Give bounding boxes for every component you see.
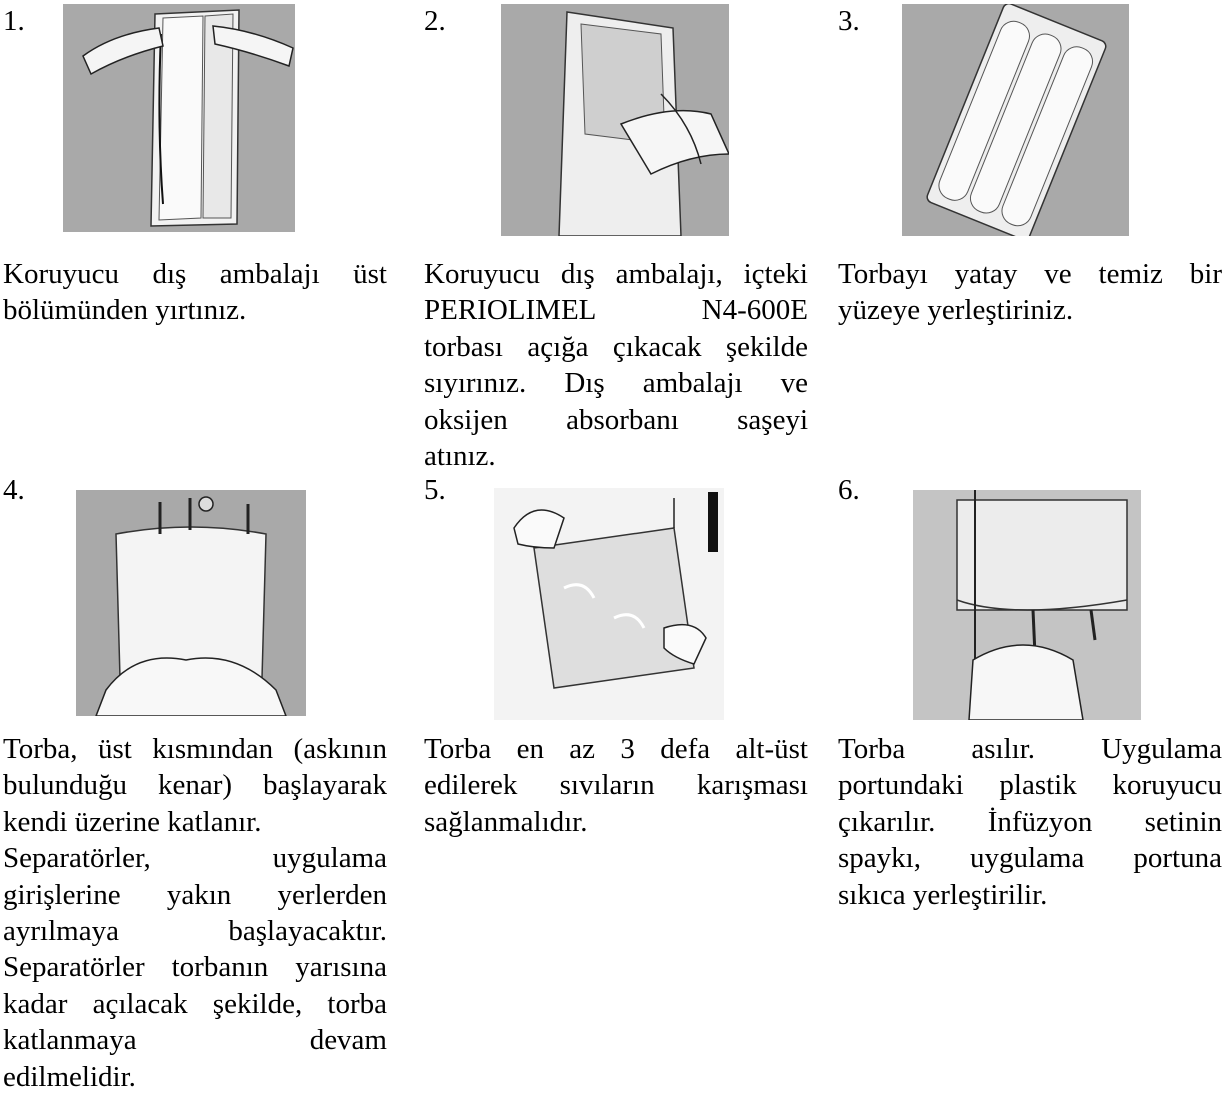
text-line: edilerek sıvıların karışması — [424, 767, 808, 803]
text-line: kendi üzerine katlanır. — [3, 804, 387, 840]
step-1-number: 1. — [3, 7, 25, 36]
step-2-instruction: Koruyucu dış ambalajı, içteki PERIOLIMEL… — [424, 256, 808, 474]
text-line: çıkarılır. İnfüzyon setinin — [838, 804, 1222, 840]
text-line: kadar açılacak şekilde, torba — [3, 986, 387, 1022]
text-line: katlanmaya devam — [3, 1022, 387, 1058]
text-line: Torba, üst kısmından (askının — [3, 731, 387, 767]
step-2-number: 2. — [424, 7, 446, 36]
step-4-instruction: Torba, üst kısmından (askının bulunduğu … — [3, 731, 387, 1095]
text-line: Separatörler torbanın yarısına — [3, 949, 387, 985]
text-line: sağlanmalıdır. — [424, 804, 808, 840]
step-5-number: 5. — [424, 476, 446, 505]
text-line: spaykı, uygulama portuna — [838, 840, 1222, 876]
step-4-illustration — [76, 490, 306, 716]
text-line: bulunduğu kenar) başlayarak — [3, 767, 387, 803]
step-5-illustration — [494, 488, 724, 720]
step-3-illustration — [902, 4, 1129, 236]
text-line: Torba en az 3 defa alt-üst — [424, 731, 808, 767]
text-line: Koruyucu dış ambalajı, içteki — [424, 256, 808, 292]
step-1-illustration — [63, 4, 295, 232]
step-2-illustration — [501, 4, 729, 236]
step-4-number: 4. — [3, 476, 25, 505]
text-line: portundaki plastik koruyucu — [838, 767, 1222, 803]
step-6-number: 6. — [838, 476, 860, 505]
text-line: torbası açığa çıkacak şekilde — [424, 329, 808, 365]
text-line: Torbayı yatay ve temiz bir — [838, 256, 1222, 292]
step-5-instruction: Torba en az 3 defa alt-üst edilerek sıvı… — [424, 731, 808, 840]
step-1-instruction: Koruyucu dış ambalajı üst bölümünden yır… — [3, 256, 387, 329]
text-line: PERIOLIMEL N4-600E — [424, 292, 808, 328]
text-line: girişlerine yakın yerlerden — [3, 877, 387, 913]
text-line: yüzeye yerleştiriniz. — [838, 292, 1222, 328]
step-3-number: 3. — [838, 7, 860, 36]
step-6-instruction: Torba asılır. Uygulama portundaki plasti… — [838, 731, 1222, 913]
text-line: Torba asılır. Uygulama — [838, 731, 1222, 767]
step-6-illustration — [913, 490, 1141, 720]
text-line: sıyırınız. Dış ambalajı ve — [424, 365, 808, 401]
text-line: bölümünden yırtınız. — [3, 292, 387, 328]
text-line: sıkıca yerleştirilir. — [838, 877, 1222, 913]
text-line: atınız. — [424, 438, 808, 474]
step-3-instruction: Torbayı yatay ve temiz bir yüzeye yerleş… — [838, 256, 1222, 329]
text-line: oksijen absorbanı saşeyi — [424, 402, 808, 438]
text-line: Koruyucu dış ambalajı üst — [3, 256, 387, 292]
text-line: ayrılmaya başlayacaktır. — [3, 913, 387, 949]
text-line: Separatörler, uygulama — [3, 840, 387, 876]
text-line: edilmelidir. — [3, 1059, 387, 1095]
